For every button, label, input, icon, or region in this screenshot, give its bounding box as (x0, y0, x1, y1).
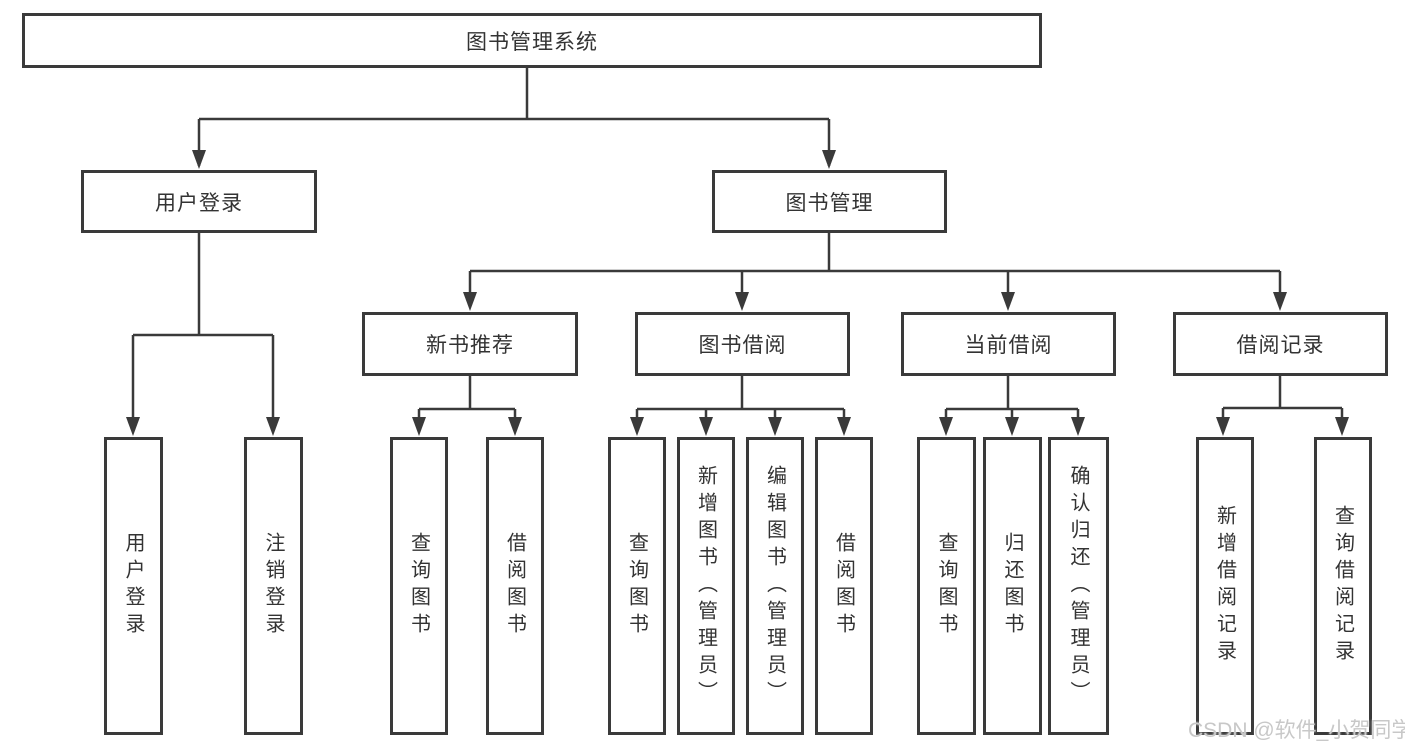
node-label: 当前借阅 (964, 334, 1053, 357)
arrow-down-icon (1216, 417, 1230, 436)
leaf-edit-books-admin: 编辑图书（管理员） (746, 437, 804, 735)
node-label: 用户登录 (122, 532, 144, 640)
node-book-borrow: 图书借阅 (635, 312, 850, 376)
leaf-add-borrow-record: 新增借阅记录 (1196, 437, 1254, 735)
arrow-down-icon (768, 417, 782, 436)
arrow-down-icon (192, 150, 206, 169)
arrow-down-icon (1071, 417, 1085, 436)
arrow-down-icon (630, 417, 644, 436)
arrow-down-icon (266, 417, 280, 436)
node-borrow-records: 借阅记录 (1173, 312, 1388, 376)
arrow-down-icon (699, 417, 713, 436)
leaf-logout: 注销登录 (244, 437, 303, 735)
arrow-down-icon (508, 417, 522, 436)
leaf-return-books: 归还图书 (983, 437, 1042, 735)
node-label: 借阅记录 (1236, 334, 1325, 357)
leaf-query-books-current: 查询图书 (917, 437, 976, 735)
node-label: 查询借阅记录 (1331, 505, 1354, 667)
arrow-down-icon (1001, 292, 1015, 311)
node-label: 查询图书 (407, 532, 430, 640)
node-label: 图书管理 (785, 191, 874, 215)
node-book-management: 图书管理 (712, 170, 947, 233)
leaf-borrow-books: 借阅图书 (815, 437, 873, 735)
node-label: 编辑图书（管理员） (763, 464, 786, 708)
arrow-down-icon (939, 417, 953, 436)
node-label: 新增图书（管理员） (694, 464, 717, 708)
arrow-down-icon (126, 417, 140, 436)
node-label: 新书推荐 (426, 334, 514, 357)
leaf-query-books-borrow: 查询图书 (608, 437, 666, 735)
leaf-borrow-books-recommend: 借阅图书 (486, 437, 544, 735)
node-new-book-recommend: 新书推荐 (362, 312, 578, 376)
node-user-login: 用户登录 (81, 170, 317, 233)
arrow-down-icon (1005, 417, 1019, 436)
arrow-down-icon (463, 292, 477, 311)
node-label: 图书借阅 (698, 334, 787, 357)
arrow-down-icon (837, 417, 851, 436)
leaf-confirm-return-admin: 确认归还（管理员） (1048, 437, 1109, 735)
arrowheads (126, 150, 1349, 436)
arrow-down-icon (1273, 292, 1287, 311)
arrow-down-icon (1335, 417, 1349, 436)
node-label: 用户登录 (155, 191, 243, 215)
node-label: 借阅图书 (832, 532, 855, 640)
node-label: 查询图书 (625, 532, 648, 640)
leaf-user-login: 用户登录 (104, 437, 163, 735)
node-label: 借阅图书 (503, 532, 526, 640)
leaf-query-borrow-record: 查询借阅记录 (1314, 437, 1372, 735)
node-label: 新增借阅记录 (1213, 505, 1236, 667)
leaf-query-books-recommend: 查询图书 (390, 437, 448, 735)
node-label: 注销登录 (262, 532, 284, 640)
leaf-add-books-admin: 新增图书（管理员） (677, 437, 735, 735)
node-label: 图书管理系统 (466, 30, 598, 54)
node-current-borrow: 当前借阅 (901, 312, 1116, 376)
arrow-down-icon (412, 417, 426, 436)
node-label: 确认归还（管理员） (1067, 464, 1089, 708)
node-label: 查询图书 (935, 532, 957, 640)
arrow-down-icon (735, 292, 749, 311)
node-label: 归还图书 (1001, 532, 1023, 640)
watermark: CSDN @软件_小贺同学 (1188, 719, 1405, 742)
node-root-system: 图书管理系统 (22, 13, 1042, 68)
branch-lines (131, 68, 1344, 431)
arrow-down-icon (822, 150, 836, 169)
